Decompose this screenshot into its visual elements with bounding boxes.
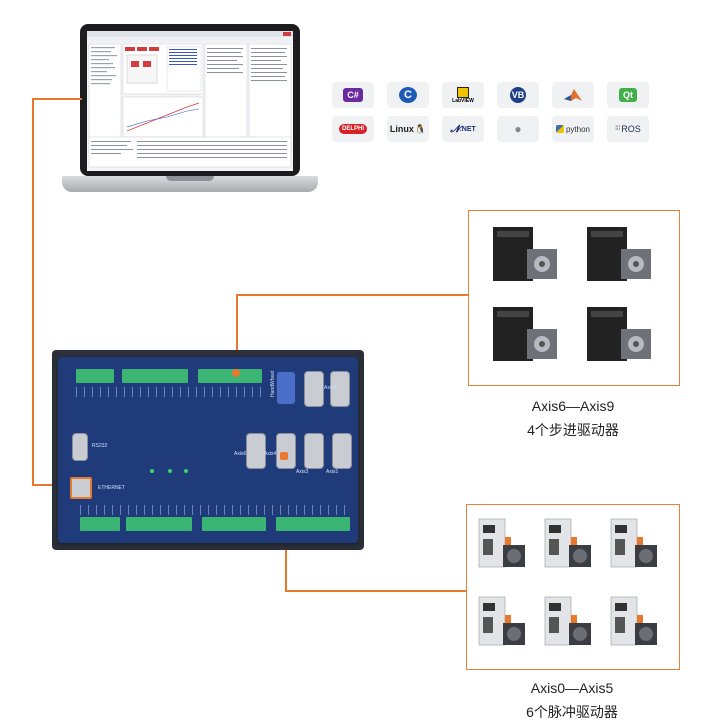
servo-connector-marker	[280, 452, 288, 460]
servo-drive-unit	[544, 596, 592, 646]
axis4-label: Axis4	[264, 451, 277, 457]
terminal-block	[76, 369, 114, 383]
stepper-caption-line2: 4个步进驱动器	[527, 422, 619, 438]
servo-drive-unit	[478, 518, 526, 568]
axis-port	[304, 371, 324, 407]
servo-drives	[478, 518, 658, 646]
stepper-drive-unit	[493, 307, 557, 361]
servo-drive-unit	[544, 518, 592, 568]
terminal-block	[80, 517, 120, 531]
servo-caption-line2: 6个脉冲驱动器	[526, 704, 618, 720]
terminal-block	[202, 517, 266, 531]
led-power	[150, 469, 154, 473]
axis4-port	[276, 433, 296, 469]
software-screenshot	[87, 31, 293, 171]
handwheel-label: HandWheel	[270, 370, 276, 397]
servo-wire-h	[285, 590, 467, 592]
ethernet-wire-vertical	[32, 98, 34, 486]
servo-drive-unit	[478, 596, 526, 646]
pin-labels	[80, 505, 350, 515]
python-icon: python	[552, 116, 594, 142]
ethernet-port	[70, 477, 92, 499]
delphi-icon: DELPHI	[332, 116, 374, 142]
ros-icon: ⁞⁞⁞ROS	[607, 116, 649, 142]
axis2-label: Axis2	[324, 385, 337, 391]
laptop-notch	[166, 176, 214, 181]
stepper-drive-unit	[587, 307, 651, 361]
handwheel-port	[276, 371, 296, 405]
stepper-caption-line1: Axis6—Axis9	[531, 398, 615, 414]
vb-icon: VB	[497, 82, 539, 108]
laptop-base	[62, 176, 318, 192]
axis-port	[330, 371, 350, 407]
linux-icon: Linux🐧	[387, 116, 429, 142]
labview-icon: LabVIEW	[442, 82, 484, 108]
servo-drive-unit	[610, 518, 658, 568]
axis3-port	[304, 433, 324, 469]
rs232-label: RS232	[92, 443, 108, 449]
axis1-label: Axis1	[326, 469, 339, 475]
stepper-drives	[493, 227, 651, 361]
stepper-wire-v	[236, 294, 238, 372]
servo-drive-box	[466, 504, 680, 670]
sdk-badge-grid: C# C LabVIEW VB Qt DELPHI Linux🐧 𝓝.NET ●…	[332, 82, 650, 142]
ethernet-label: ETHERNET	[98, 485, 125, 491]
apple-icon: ●	[497, 116, 539, 142]
matlab-icon	[552, 82, 594, 108]
dotnet-icon: 𝓝.NET	[442, 116, 484, 142]
axis6-port	[246, 433, 266, 469]
stepper-drive-box	[468, 210, 680, 386]
qt-icon: Qt	[607, 82, 649, 108]
terminal-block	[126, 517, 192, 531]
cpp-icon: C	[387, 82, 429, 108]
csharp-icon: C#	[332, 82, 374, 108]
axis1-port	[332, 433, 352, 469]
led-run	[168, 469, 172, 473]
software-window	[87, 31, 293, 168]
motion-controller-board: HandWheel Axis2 Axis6 Axis4 Axis3 Axis1 …	[58, 357, 358, 543]
servo-drive-unit	[610, 596, 658, 646]
led-alm	[184, 469, 188, 473]
stepper-drive-unit	[587, 227, 651, 281]
terminal-block	[122, 369, 188, 383]
axis3-label: Axis3	[296, 469, 309, 475]
pin-labels	[76, 387, 266, 397]
ethernet-wire-top	[32, 98, 82, 100]
stepper-connector-marker	[232, 369, 240, 377]
stepper-wire-h	[236, 294, 468, 296]
stepper-drive-unit	[493, 227, 557, 281]
servo-caption-line1: Axis0—Axis5	[530, 680, 614, 696]
rs232-port	[72, 433, 88, 461]
axis6-label: Axis6	[234, 451, 247, 457]
terminal-block	[276, 517, 350, 531]
terminal-block	[198, 369, 262, 383]
